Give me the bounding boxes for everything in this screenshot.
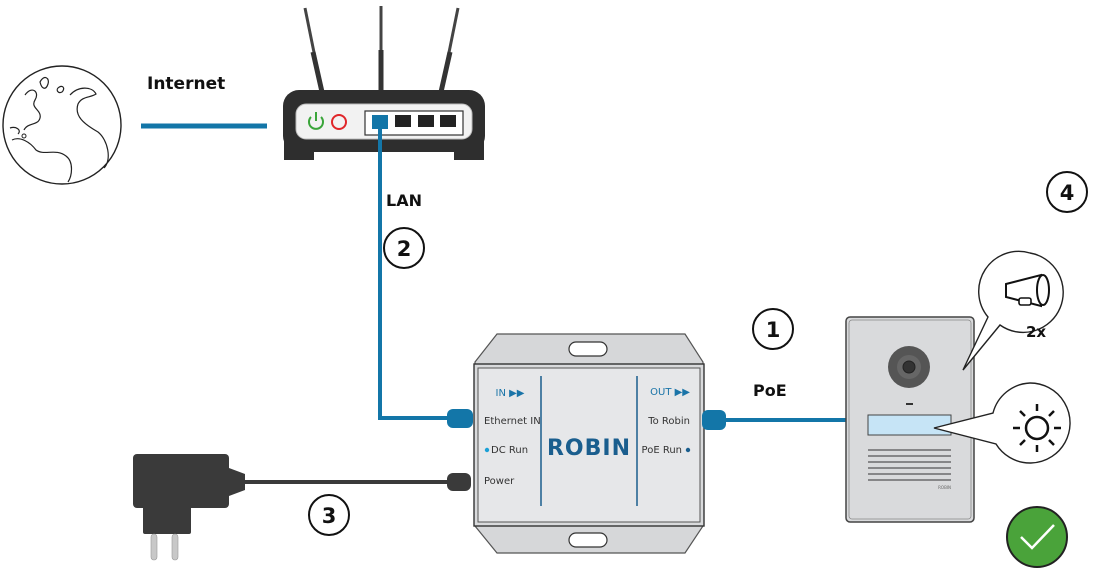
ethernet-plug xyxy=(447,409,473,428)
power-adapter-icon xyxy=(133,454,245,561)
poe-injector-icon: IN ▶▶ Ethernet IN DC Run Power ROBIN OUT… xyxy=(473,333,705,554)
step-3-marker: 3 xyxy=(308,494,350,536)
robin-logo: ROBIN xyxy=(547,436,631,461)
step-2-marker: 2 xyxy=(383,227,425,269)
megaphone-icon xyxy=(1005,273,1050,308)
status-led-icon xyxy=(331,114,347,130)
step-1-marker: 1 xyxy=(752,308,794,350)
poe-plug xyxy=(702,410,726,430)
step-4-marker: 4 xyxy=(1046,171,1088,213)
dc-run-label: DC Run xyxy=(491,445,528,456)
name-display xyxy=(867,414,952,436)
to-robin-label: To Robin xyxy=(647,416,690,427)
svg-text:4: 4 xyxy=(1060,181,1075,205)
power-led-icon xyxy=(308,112,324,130)
sun-icon xyxy=(1013,404,1061,452)
power-plug xyxy=(447,473,471,491)
ethernet-in-label: Ethernet IN xyxy=(484,416,541,427)
globe-icon xyxy=(2,65,122,185)
lan-label: LAN xyxy=(386,191,422,210)
door-station-icon: ROBIN xyxy=(845,316,975,523)
router-icon xyxy=(283,6,485,160)
poe-run-label: PoE Run xyxy=(642,445,682,456)
megaphone-bubble: 2x xyxy=(962,250,1064,371)
in-header: IN ▶▶ xyxy=(496,388,525,399)
svg-text:3: 3 xyxy=(322,504,337,528)
light-bubble xyxy=(933,382,1071,464)
out-header: OUT ▶▶ xyxy=(650,387,690,398)
brand-mark: ROBIN xyxy=(938,485,951,490)
lan-cable xyxy=(378,125,450,420)
poe-label: PoE xyxy=(753,381,787,400)
svg-text:2: 2 xyxy=(397,237,412,261)
repeat-count: 2x xyxy=(1026,323,1046,341)
checkmark-icon xyxy=(1006,506,1068,568)
power-label: Power xyxy=(484,476,515,487)
svg-text:1: 1 xyxy=(766,318,781,342)
internet-label: Internet xyxy=(147,74,225,94)
